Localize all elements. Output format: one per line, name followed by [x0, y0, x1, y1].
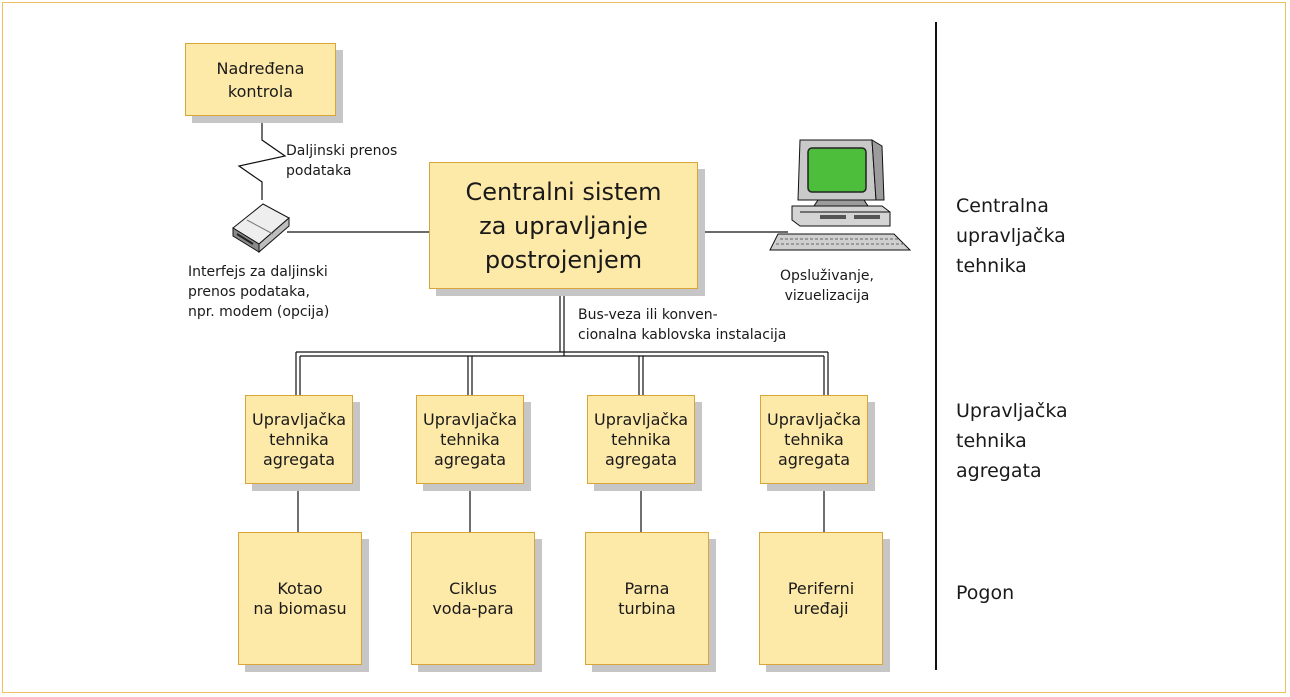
computer-icon [769, 139, 912, 251]
level-divider [935, 22, 937, 670]
plant-box-peripherals: Periferni uređaji [759, 532, 883, 665]
plant-text-peripherals: Periferni uređaji [787, 578, 855, 618]
unit-control-text-3: Upravljačka tehnika agregata [594, 409, 688, 469]
plant-box-water-steam: Ciklus voda-para [411, 532, 535, 665]
central-system-box: Centralni sistem za upravljanje postroje… [429, 162, 698, 289]
modem-label: Interfejs za daljinski prenos podataka, … [188, 264, 330, 320]
level-label-central: Centralna upravljačka tehnika [956, 195, 1066, 277]
operator-label: Opsluživanje, vizuelizacija [780, 268, 874, 304]
unit-control-box-3: Upravljačka tehnika agregata [587, 395, 695, 484]
central-system-text: Centralni sistem za upravljanje postroje… [465, 177, 662, 274]
remote-transfer-label: Daljinski prenos podataka [286, 143, 398, 179]
supervisory-control-text: Nadređena kontrola [216, 58, 305, 101]
modem-icon [232, 203, 290, 254]
plant-box-boiler: Kotao na biomasu [238, 532, 362, 665]
plant-text-water-steam: Ciklus voda-para [432, 578, 514, 618]
plant-box-turbine: Parna turbina [585, 532, 709, 665]
level-label-units: Upravljačka tehnika agregata [956, 400, 1068, 482]
unit-control-text-4: Upravljačka tehnika agregata [767, 409, 861, 469]
bus-label: Bus-veza ili konven- cionalna kablovska … [578, 307, 787, 343]
unit-plant-lines [297, 484, 825, 532]
remote-link-line [237, 116, 287, 200]
unit-control-box-1: Upravljačka tehnika agregata [245, 395, 353, 484]
bus-line [295, 289, 829, 395]
unit-control-box-4: Upravljačka tehnika agregata [760, 395, 868, 484]
plant-text-boiler: Kotao na biomasu [253, 578, 347, 618]
unit-control-text-2: Upravljačka tehnika agregata [423, 409, 517, 469]
plant-text-turbine: Parna turbina [618, 578, 676, 618]
level-label-plant: Pogon [956, 582, 1015, 604]
unit-control-box-2: Upravljačka tehnika agregata [416, 395, 524, 484]
unit-control-text-1: Upravljačka tehnika agregata [252, 409, 346, 469]
supervisory-control-box: Nadređena kontrola [185, 43, 336, 116]
